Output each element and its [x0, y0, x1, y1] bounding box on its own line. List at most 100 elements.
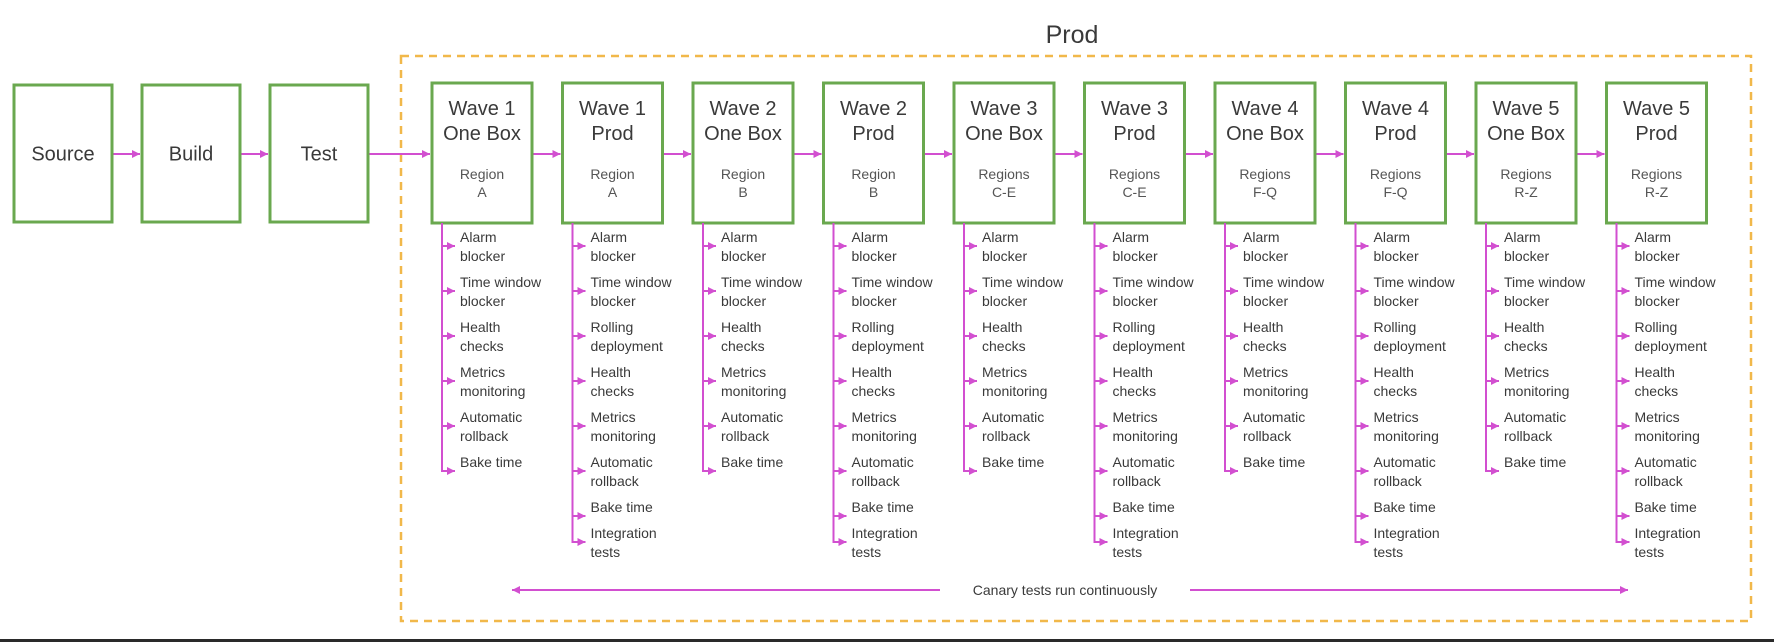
- wave-region-line: Region: [721, 166, 765, 182]
- step-integration-tests: tests: [1374, 544, 1404, 560]
- step-metrics-monitoring: Metrics: [1113, 409, 1158, 425]
- step-metrics-monitoring: Metrics: [591, 409, 636, 425]
- step-alarm-blocker: blocker: [721, 248, 766, 264]
- wave-region-line: Regions: [1239, 166, 1290, 182]
- step-metrics-monitoring: Metrics: [982, 364, 1027, 380]
- step-bake-time: Bake time: [1243, 454, 1305, 470]
- wave-region-line: A: [608, 184, 618, 200]
- step-rolling-deployment: Rolling: [1113, 319, 1156, 335]
- step-alarm-blocker: blocker: [1243, 248, 1288, 264]
- step-automatic-rollback: rollback: [1374, 473, 1423, 489]
- wave-region-line: A: [477, 184, 487, 200]
- step-alarm-blocker: Alarm: [1504, 229, 1541, 245]
- step-health-checks: Health: [1243, 319, 1283, 335]
- step-metrics-monitoring: Metrics: [1504, 364, 1549, 380]
- step-automatic-rollback: Automatic: [591, 454, 653, 470]
- step-alarm-blocker: Alarm: [721, 229, 758, 245]
- step-health-checks: Health: [591, 364, 631, 380]
- step-time-window-blocker: blocker: [1243, 293, 1288, 309]
- step-health-checks: checks: [1113, 383, 1157, 399]
- step-health-checks: checks: [721, 338, 765, 354]
- wave-region-line: C-E: [1122, 184, 1146, 200]
- wave-box: [952, 81, 1056, 225]
- step-automatic-rollback: Automatic: [1504, 409, 1566, 425]
- step-bake-time: Bake time: [1504, 454, 1566, 470]
- wave-region-line: B: [869, 184, 878, 200]
- wave-region-line: Regions: [1631, 166, 1682, 182]
- step-integration-tests: Integration: [1374, 525, 1440, 541]
- wave-title-line: Prod: [1635, 123, 1677, 145]
- step-automatic-rollback: rollback: [721, 428, 770, 444]
- step-automatic-rollback: rollback: [460, 428, 509, 444]
- step-metrics-monitoring: Metrics: [1374, 409, 1419, 425]
- wave-title-line: One Box: [1487, 123, 1565, 145]
- step-health-checks: checks: [1635, 383, 1679, 399]
- stage-source: Source: [12, 83, 114, 224]
- step-integration-tests: tests: [591, 544, 621, 560]
- wave-region-line: B: [738, 184, 747, 200]
- step-alarm-blocker: blocker: [1635, 248, 1680, 264]
- step-rolling-deployment: Rolling: [591, 319, 634, 335]
- step-automatic-rollback: rollback: [1504, 428, 1553, 444]
- step-alarm-blocker: blocker: [1504, 248, 1549, 264]
- wave-title-line: One Box: [1226, 123, 1304, 145]
- wave-box: [1605, 81, 1708, 225]
- step-integration-tests: tests: [852, 544, 882, 560]
- step-health-checks: Health: [460, 319, 500, 335]
- step-automatic-rollback: Automatic: [1374, 454, 1436, 470]
- prod-boundary: [399, 54, 1753, 623]
- wave-title-line: One Box: [443, 123, 521, 145]
- wave-box: [1474, 81, 1578, 225]
- stage-test: Test: [268, 83, 370, 224]
- step-rolling-deployment: deployment: [852, 338, 924, 354]
- wave-title-line: Prod: [852, 123, 894, 145]
- step-health-checks: checks: [852, 383, 896, 399]
- stage-box: [140, 83, 242, 224]
- wave-title-line: Wave 5: [1623, 98, 1690, 120]
- step-time-window-blocker: Time window: [721, 274, 803, 290]
- wave-box: [691, 81, 795, 225]
- step-rolling-deployment: deployment: [1374, 338, 1446, 354]
- stage-build: Build: [140, 83, 242, 224]
- step-time-window-blocker: blocker: [1635, 293, 1680, 309]
- step-rolling-deployment: deployment: [1113, 338, 1185, 354]
- stage-label: Build: [169, 144, 213, 166]
- step-automatic-rollback: Automatic: [1243, 409, 1305, 425]
- step-metrics-monitoring: Metrics: [1243, 364, 1288, 380]
- step-time-window-blocker: Time window: [1374, 274, 1456, 290]
- step-metrics-monitoring: monitoring: [591, 428, 656, 444]
- step-time-window-blocker: blocker: [982, 293, 1027, 309]
- step-metrics-monitoring: Metrics: [460, 364, 505, 380]
- wave-title-line: Wave 3: [1101, 98, 1168, 120]
- wave-title-line: Prod: [1374, 123, 1416, 145]
- wave-title-line: Wave 2: [840, 98, 907, 120]
- step-health-checks: Health: [852, 364, 892, 380]
- step-metrics-monitoring: Metrics: [1635, 409, 1680, 425]
- bottom-border: [0, 639, 1774, 642]
- wave-box: [561, 81, 664, 225]
- step-bake-time: Bake time: [982, 454, 1044, 470]
- step-alarm-blocker: blocker: [852, 248, 897, 264]
- step-alarm-blocker: Alarm: [1113, 229, 1150, 245]
- wave-region-line: C-E: [992, 184, 1016, 200]
- wave-box: [822, 81, 925, 225]
- wave-region-line: F-Q: [1383, 184, 1407, 200]
- step-time-window-blocker: blocker: [721, 293, 766, 309]
- step-automatic-rollback: Automatic: [982, 409, 1044, 425]
